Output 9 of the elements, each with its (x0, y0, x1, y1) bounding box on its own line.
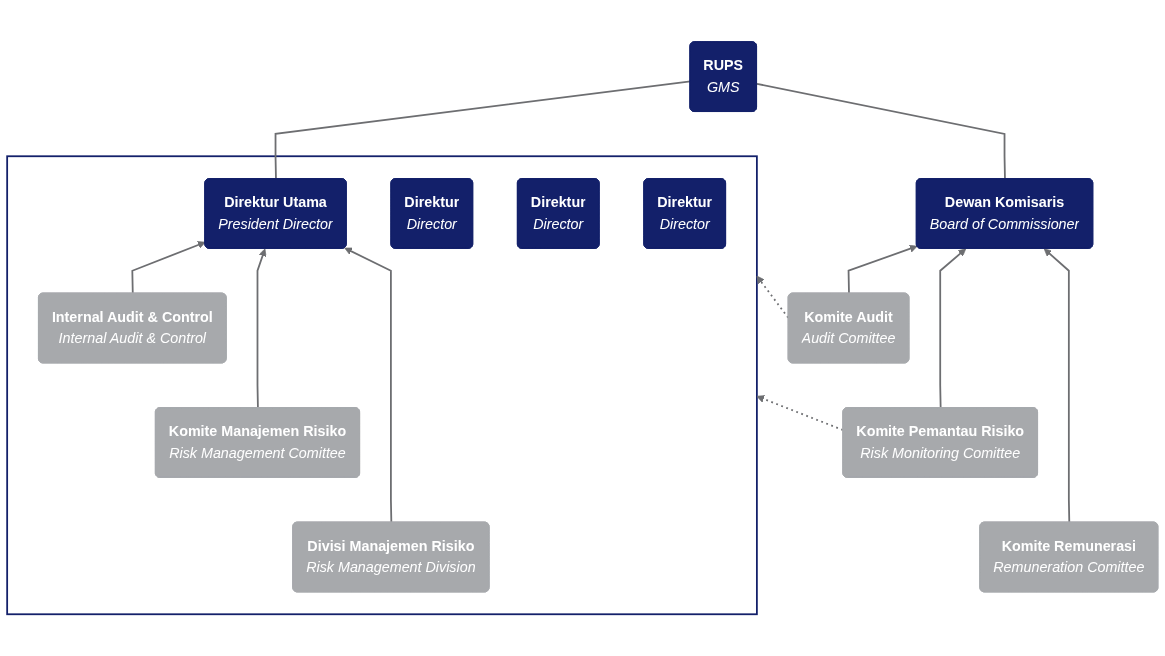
arrow (344, 247, 393, 524)
arrow (847, 244, 918, 295)
arrow (756, 275, 790, 319)
arrow (256, 248, 267, 409)
arrow (939, 248, 967, 409)
arrow (1043, 248, 1071, 524)
arrow (131, 241, 206, 295)
cluster (6, 155, 758, 616)
connector (756, 82, 1006, 180)
